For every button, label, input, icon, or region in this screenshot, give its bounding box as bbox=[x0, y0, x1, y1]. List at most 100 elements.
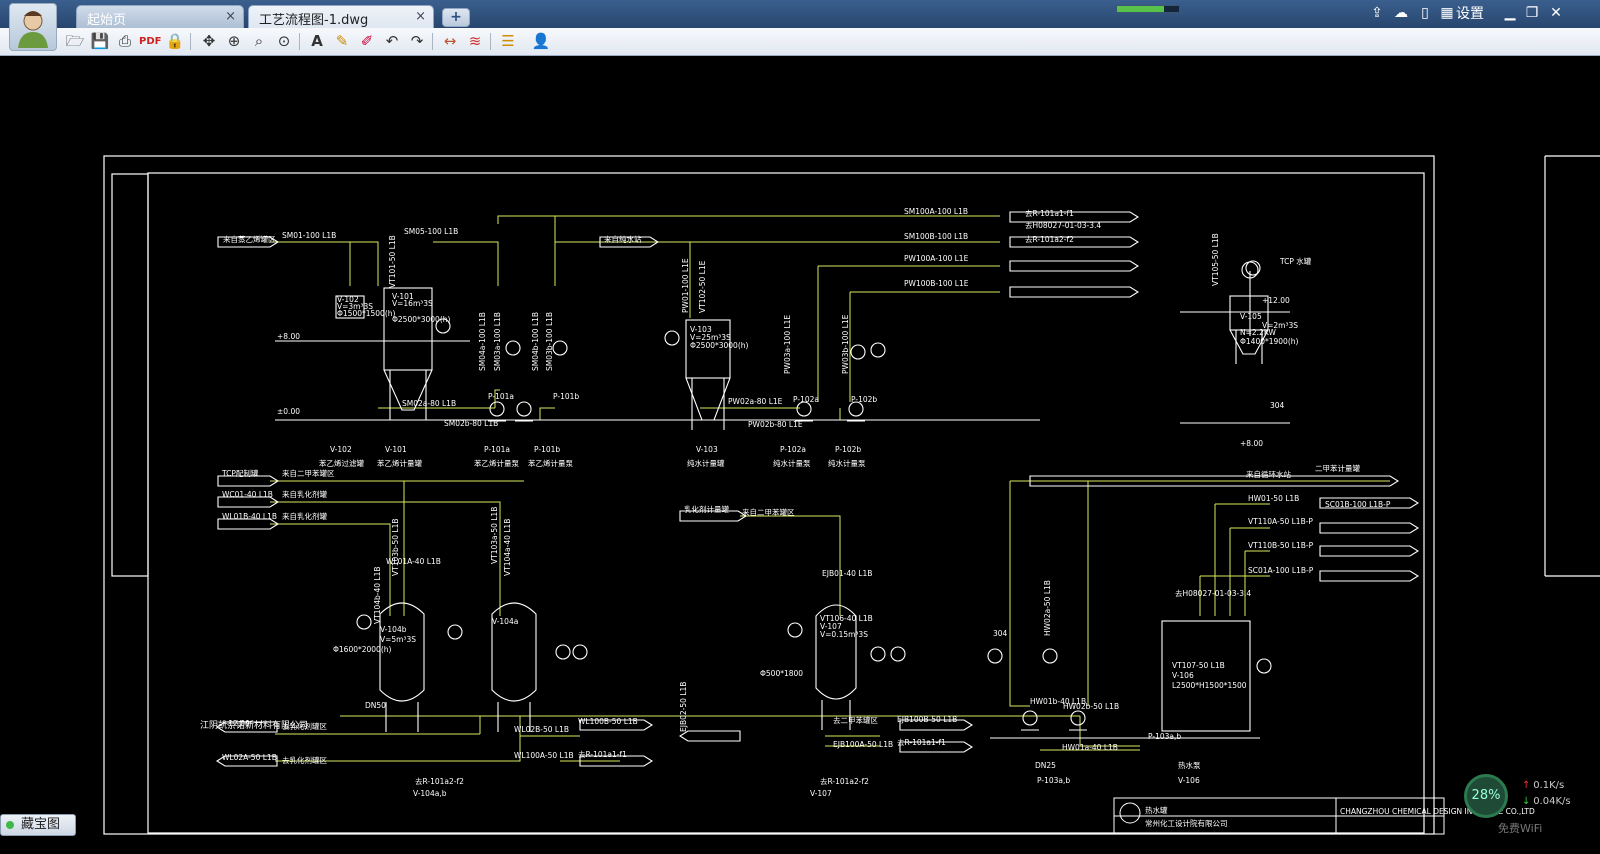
drawing-label: 去H08027-01-03-3.4 bbox=[1025, 220, 1101, 230]
vessel-cone bbox=[383, 369, 433, 411]
instrument-bubble bbox=[987, 648, 1003, 664]
zoom-pan-icon[interactable]: ✥ bbox=[202, 32, 216, 50]
toolbar-divider bbox=[432, 33, 433, 50]
treasure-map-button[interactable]: 藏宝图 bbox=[0, 814, 76, 836]
pipe-tag bbox=[599, 236, 660, 248]
pdf-icon[interactable]: PDF bbox=[139, 36, 162, 47]
drawing-label: SM100B-100 L1B bbox=[904, 232, 968, 241]
pipe-tag bbox=[1009, 286, 1140, 298]
drawing-label: V=3m³3S bbox=[337, 302, 373, 311]
instrument-bubble bbox=[1245, 260, 1261, 276]
drawing-label: SM02b-80 L1B bbox=[444, 419, 498, 428]
drawing-label: EJB100A-50 L1B bbox=[833, 740, 893, 749]
drawing-label: SM05-100 L1B bbox=[404, 227, 458, 236]
pipe-tag bbox=[1319, 497, 1420, 509]
hot-water-tank bbox=[1161, 620, 1251, 732]
pipe-tag bbox=[899, 741, 974, 753]
drawing-label: V-107 bbox=[820, 622, 842, 631]
drawing-label: V-103 bbox=[690, 325, 712, 334]
undo-icon[interactable]: ↶ bbox=[385, 32, 399, 50]
pump-circle bbox=[796, 401, 812, 417]
redo-icon[interactable]: ↷ bbox=[410, 32, 424, 50]
drawing-label: Φ2500*3000(h) bbox=[392, 315, 451, 324]
drawing-label: 去R-101a1-f1 bbox=[897, 737, 946, 747]
phone-icon[interactable]: ▯ bbox=[1421, 5, 1429, 21]
measure-icon[interactable]: ↔ bbox=[443, 32, 457, 50]
pipe-line bbox=[650, 241, 691, 318]
drawing-label: VT107-50 L1B bbox=[1172, 661, 1225, 670]
instrument-bubble bbox=[890, 646, 906, 662]
instrument-bubble bbox=[356, 614, 372, 630]
upload-rate: 0.1K/s bbox=[1533, 780, 1565, 791]
instrument-bubble bbox=[664, 330, 680, 346]
drawing-label: PW02a-80 L1E bbox=[728, 397, 783, 406]
share-icon[interactable]: ⇪ bbox=[1371, 5, 1383, 21]
toolbar-divider bbox=[190, 33, 191, 50]
drawing-label: Φ1400*1900(h) bbox=[1240, 337, 1299, 346]
close-window-icon[interactable]: ✕ bbox=[1550, 5, 1562, 21]
tab-start-page[interactable]: 起始页 × bbox=[76, 5, 244, 28]
wifi-label: 免费WiFi bbox=[1498, 822, 1543, 835]
minimize-icon[interactable]: ▁ bbox=[1504, 5, 1516, 21]
grid-icon[interactable]: ▦ bbox=[1440, 5, 1454, 21]
drawing-label: 去R-101a2-f2 bbox=[415, 776, 464, 786]
drawing-label: V=16m³3S bbox=[392, 299, 433, 308]
zoom-in-icon[interactable]: ⊕ bbox=[227, 32, 241, 50]
drawing-label: 去乳化剂罐区 bbox=[282, 721, 327, 731]
drawing-label: V=25m³3S bbox=[690, 333, 731, 342]
tab-close-icon[interactable]: × bbox=[415, 9, 426, 24]
drawing-label: WC01-40 L1B bbox=[222, 490, 273, 499]
lock-icon[interactable]: 🔒 bbox=[165, 32, 185, 50]
drawing-label: P-101b bbox=[534, 445, 560, 454]
drawing-label: TCP配制罐 bbox=[221, 468, 259, 478]
user-icon[interactable]: 👤 bbox=[531, 32, 551, 50]
print-icon[interactable]: ⎙ bbox=[118, 32, 131, 50]
tab-close-icon[interactable]: × bbox=[225, 9, 236, 24]
dimension-icon[interactable]: ≋ bbox=[468, 32, 482, 50]
drawing-label: P-103a,b bbox=[1037, 776, 1070, 785]
pipe-line bbox=[270, 501, 501, 616]
instrument-bubble bbox=[870, 646, 886, 662]
drawing-label: 来自纯水站 bbox=[604, 234, 642, 244]
drawing-label: VT105-50 L1B bbox=[1211, 233, 1220, 286]
settings-menu[interactable]: 设置 bbox=[1456, 6, 1484, 22]
network-percent: 28% bbox=[1464, 774, 1508, 818]
pipe-tag bbox=[678, 730, 741, 742]
drawing-label: +12.00 bbox=[1262, 296, 1290, 305]
new-tab-button[interactable]: + bbox=[442, 8, 470, 27]
wechat-icon[interactable]: ☁ bbox=[1394, 5, 1408, 21]
drawing-label: 来自乳化剂罐 bbox=[282, 489, 327, 499]
upload-rate-row: ↑ 0.1K/s bbox=[1522, 780, 1564, 791]
drawing-label: WL100A-50 L1B bbox=[514, 751, 574, 760]
drawing-label: +8.00 bbox=[277, 332, 300, 341]
pencil-icon[interactable]: ✎ bbox=[335, 32, 349, 50]
network-monitor[interactable]: 28% ↑ 0.1K/s ↓ 0.04K/s 免费WiFi bbox=[1464, 774, 1600, 835]
drawing-label: V-105 bbox=[1240, 312, 1262, 321]
restore-icon[interactable]: ❐ bbox=[1525, 5, 1539, 21]
drawing-label: V-101 bbox=[385, 445, 407, 454]
drawing-label: SM04a-100 L1B bbox=[478, 312, 487, 371]
instrument-bubble bbox=[850, 344, 866, 360]
pipe-line bbox=[433, 241, 499, 286]
pipe-line bbox=[275, 716, 521, 762]
save-icon[interactable]: 💾 bbox=[90, 32, 110, 50]
drawing-label: HW01b-40 L1B bbox=[1030, 697, 1086, 706]
drawing-label: SM01-100 L1B bbox=[282, 231, 336, 240]
tab-dwg-file[interactable]: 工艺流程图-1.dwg × bbox=[248, 5, 434, 28]
zoom-window-icon[interactable]: ⌕ bbox=[254, 32, 264, 50]
zoom-extents-icon[interactable]: ⊙ bbox=[277, 32, 291, 50]
drawing-label: 来自二甲苯罐区 bbox=[742, 507, 795, 517]
open-icon[interactable]: 🗁 bbox=[65, 32, 85, 50]
text-icon[interactable]: A bbox=[311, 32, 323, 50]
instrument-bubble bbox=[447, 624, 463, 640]
drawing-label: 热水泵 bbox=[1178, 760, 1201, 770]
layers-icon[interactable]: ☰ bbox=[501, 32, 515, 50]
drawing-label: 苯乙烯过滤罐 bbox=[319, 458, 364, 468]
drawing-label: HW02a-50 L1B bbox=[1043, 580, 1052, 636]
drawing-label: +8.00 bbox=[1240, 439, 1263, 448]
drawing-label: ±0.00 bbox=[277, 407, 300, 416]
highlighter-icon[interactable]: ✐ bbox=[360, 32, 374, 50]
user-avatar[interactable] bbox=[9, 3, 57, 51]
